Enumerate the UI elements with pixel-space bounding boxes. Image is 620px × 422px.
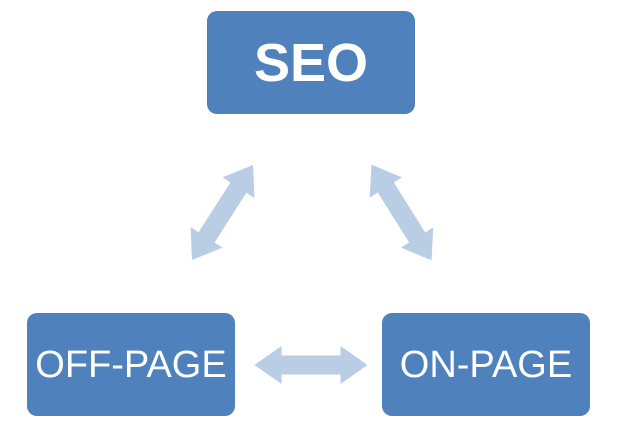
node-off-page: OFF-PAGE (27, 313, 235, 416)
node-seo-label: SEO (253, 32, 369, 93)
node-seo: SEO (207, 11, 415, 114)
node-on-page: ON-PAGE (382, 313, 590, 416)
node-off-page-label: OFF-PAGE (35, 343, 227, 386)
arrow-seo-onpage (369, 164, 434, 261)
arrow-seo-offpage (190, 164, 255, 261)
node-on-page-label: ON-PAGE (399, 343, 573, 386)
arrow-offpage-onpage (254, 346, 368, 384)
